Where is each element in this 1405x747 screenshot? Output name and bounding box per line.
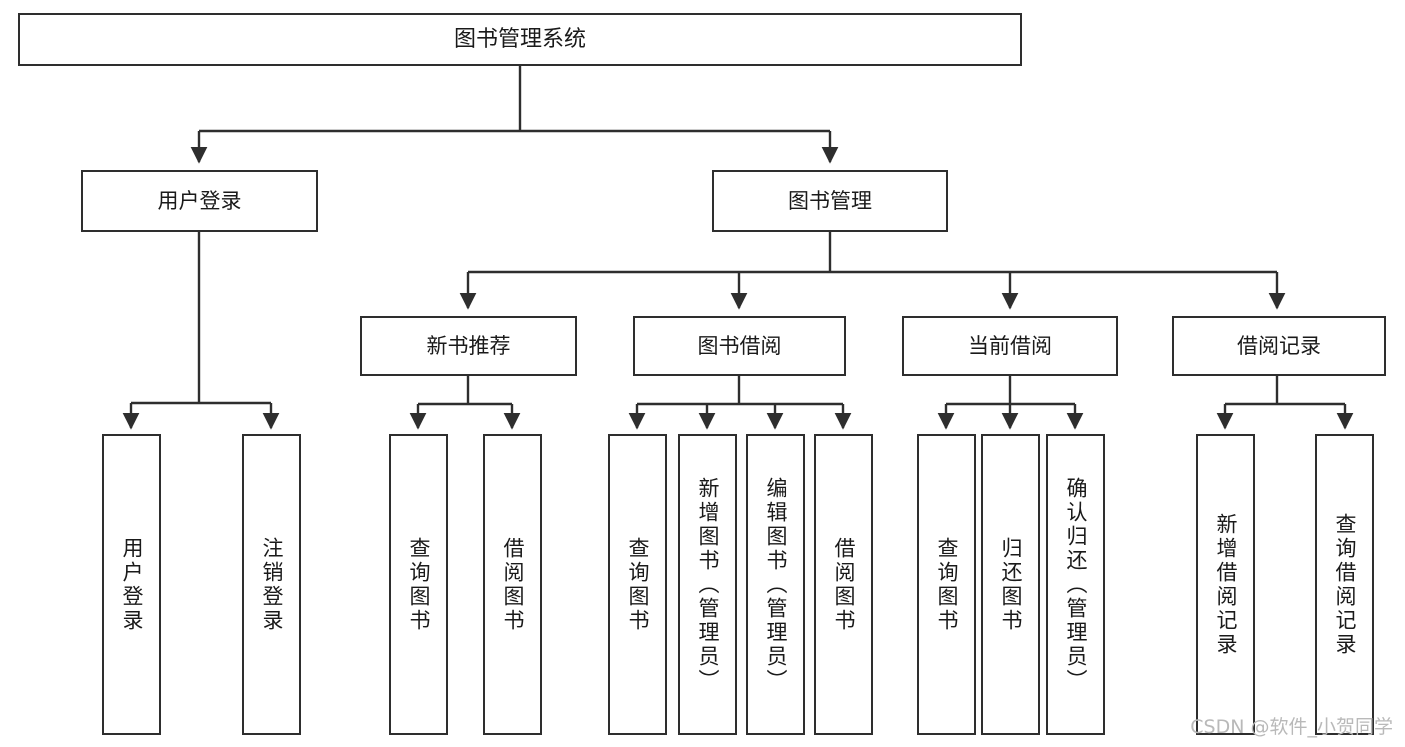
node-leaf-borrow-book-label: 借阅图书	[832, 536, 856, 633]
node-leaf-current-confirm-return[interactable]: 确认归还（管理员）	[1046, 434, 1105, 735]
node-leaf-current-confirm-return-label: 确认归还（管理员）	[1064, 476, 1088, 693]
node-book-management[interactable]: 图书管理	[712, 170, 948, 232]
node-leaf-record-add[interactable]: 新增借阅记录	[1196, 434, 1255, 735]
node-leaf-borrow-query-label: 查询图书	[626, 536, 650, 633]
node-leaf-current-return-label: 归还图书	[999, 536, 1023, 633]
node-root[interactable]: 图书管理系统	[18, 13, 1022, 66]
node-leaf-record-query-label: 查询借阅记录	[1333, 512, 1357, 657]
node-leaf-newbook-query-label: 查询图书	[407, 536, 431, 633]
node-leaf-user-login[interactable]: 用户登录	[102, 434, 161, 735]
node-current-borrow-label: 当前借阅	[968, 333, 1052, 358]
node-borrow-records-label: 借阅记录	[1237, 333, 1321, 358]
node-leaf-logout-label: 注销登录	[260, 536, 284, 633]
node-root-label: 图书管理系统	[453, 26, 586, 52]
node-leaf-record-add-label: 新增借阅记录	[1214, 512, 1238, 657]
node-leaf-borrow-add[interactable]: 新增图书（管理员）	[678, 434, 737, 735]
node-new-book-recommend[interactable]: 新书推荐	[360, 316, 577, 376]
node-user-login-label: 用户登录	[157, 188, 242, 213]
node-leaf-borrow-add-label: 新增图书（管理员）	[696, 476, 720, 693]
node-leaf-borrow-query[interactable]: 查询图书	[608, 434, 667, 735]
node-leaf-user-login-label: 用户登录	[120, 536, 144, 633]
node-leaf-record-query[interactable]: 查询借阅记录	[1315, 434, 1374, 735]
node-leaf-borrow-edit[interactable]: 编辑图书（管理员）	[746, 434, 805, 735]
node-leaf-newbook-query[interactable]: 查询图书	[389, 434, 448, 735]
node-borrow-records[interactable]: 借阅记录	[1172, 316, 1386, 376]
node-leaf-current-return[interactable]: 归还图书	[981, 434, 1040, 735]
node-leaf-borrow-edit-label: 编辑图书（管理员）	[764, 476, 788, 693]
node-book-borrow[interactable]: 图书借阅	[633, 316, 846, 376]
node-new-book-recommend-label: 新书推荐	[426, 333, 511, 358]
node-leaf-newbook-borrow[interactable]: 借阅图书	[483, 434, 542, 735]
node-leaf-borrow-book[interactable]: 借阅图书	[814, 434, 873, 735]
node-leaf-current-query-label: 查询图书	[935, 536, 959, 633]
node-leaf-logout[interactable]: 注销登录	[242, 434, 301, 735]
node-book-borrow-label: 图书借阅	[697, 333, 782, 358]
node-book-management-label: 图书管理	[788, 188, 872, 213]
node-leaf-current-query[interactable]: 查询图书	[917, 434, 976, 735]
node-current-borrow[interactable]: 当前借阅	[902, 316, 1118, 376]
node-leaf-newbook-borrow-label: 借阅图书	[501, 536, 525, 633]
node-user-login[interactable]: 用户登录	[81, 170, 318, 232]
